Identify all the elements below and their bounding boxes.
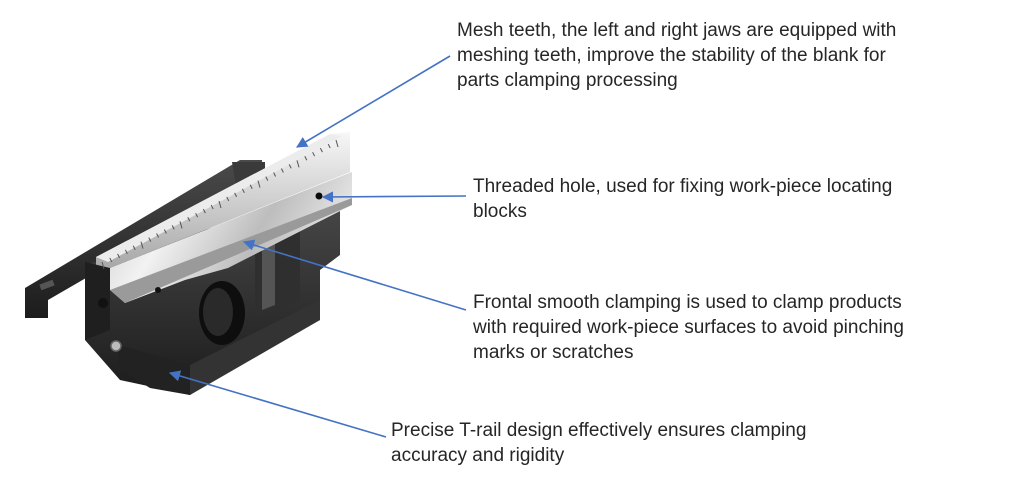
scale-tick [280, 168, 284, 173]
scale-tick [257, 180, 261, 188]
scale-tick [335, 139, 339, 148]
scale-tick [202, 208, 206, 214]
scale-tick [296, 160, 300, 168]
scale-tick [101, 261, 105, 270]
t-rail [118, 345, 190, 395]
scale-tick [273, 172, 277, 177]
callout-line: with required work-piece surfaces to avo… [473, 317, 904, 338]
screw [110, 340, 122, 352]
scale-tick [319, 147, 323, 153]
callout-frontal-clamping: Frontal smooth clamping is used to clamp… [473, 290, 904, 365]
callout-line: Frontal smooth clamping is used to clamp… [473, 292, 902, 313]
scale-tick [210, 204, 214, 210]
callout-mesh-teeth: Mesh teeth, the left and right jaws are … [457, 18, 896, 93]
callout-line: marks or scratches [473, 342, 634, 363]
scale-tick [109, 257, 113, 263]
scale-tick [117, 253, 121, 259]
scale-tick [124, 249, 128, 255]
scale-tick [218, 200, 222, 209]
callout-line: parts clamping processing [457, 70, 678, 91]
scale-tick [148, 237, 152, 242]
callout-line: Precise T-rail design effectively ensure… [391, 420, 807, 441]
scale-tick [195, 212, 199, 218]
scale-tick [312, 151, 316, 157]
leader-t-rail [168, 370, 387, 438]
leader-frontal-clamping [242, 239, 467, 311]
threaded-hole [315, 192, 323, 200]
scale-tick [179, 221, 183, 229]
scale-tick [241, 188, 245, 194]
leader-threaded-hole [321, 191, 467, 203]
scale-tick [304, 156, 308, 161]
callout-line: Threaded hole, used for fixing work-piec… [473, 176, 893, 197]
scale-tick [140, 241, 144, 249]
callout-line: accuracy and rigidity [391, 445, 565, 466]
callout-threaded-hole: Threaded hole, used for fixing work-piec… [473, 174, 892, 224]
scale-tick [249, 184, 253, 189]
callout-t-rail: Precise T-rail design effectively ensure… [391, 418, 806, 468]
scale-tick [327, 143, 331, 149]
side-hole [98, 298, 108, 308]
scale-tick [132, 245, 136, 250]
scale-tick [171, 225, 175, 230]
scale-tick [156, 233, 160, 238]
leader-mesh-teeth [296, 55, 451, 148]
scale-tick [234, 192, 238, 198]
scale-tick [187, 217, 191, 222]
scale-tick [265, 176, 269, 181]
scale-tick [288, 164, 292, 169]
scale-tick [163, 229, 167, 234]
callout-line: meshing teeth, improve the stability of … [457, 45, 886, 66]
callout-line: blocks [473, 201, 527, 222]
scale-tick [226, 196, 230, 202]
callout-line: Mesh teeth, the left and right jaws are … [457, 20, 897, 41]
